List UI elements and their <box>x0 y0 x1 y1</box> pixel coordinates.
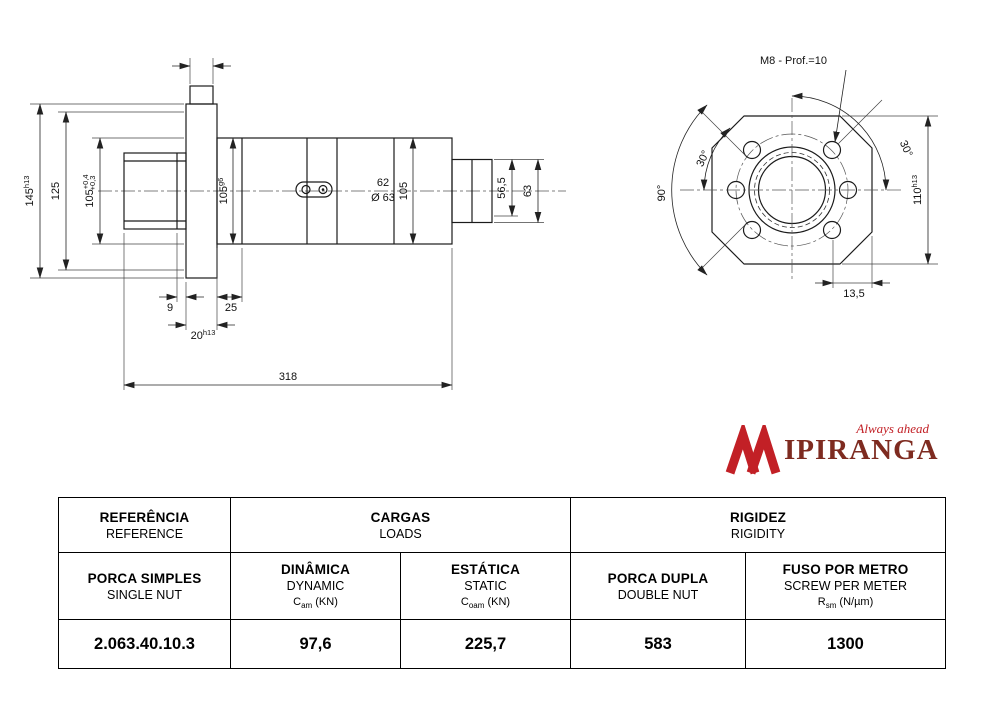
screw-symbol: Rsm (N/µm) <box>817 595 874 611</box>
static-en: STATIC <box>464 578 507 593</box>
dim-m8: M8 - Prof.=10 <box>760 55 827 67</box>
screw-en: SCREW PER METER <box>784 578 907 593</box>
subheader-dynamic: DINÂMICA DYNAMIC Cam (KN) <box>230 552 401 620</box>
dim-9: 9 <box>167 302 173 314</box>
single-nut-en: SINGLE NUT <box>106 587 182 602</box>
subheader-static: ESTÁTICA STATIC Coam (KN) <box>399 552 572 620</box>
value-static: 225,7 <box>399 619 572 669</box>
dim-30-right: 30° <box>897 139 915 159</box>
subheader-double-nut: PORCA DUPLA DOUBLE NUT <box>570 552 747 620</box>
dim-318: 318 <box>279 371 297 383</box>
header-loads-en: LOADS <box>379 526 422 541</box>
spec-table: REFERÊNCIA REFERENCE CARGAS LOADS RIGIDE… <box>58 497 947 669</box>
front-view-geometry <box>680 98 904 282</box>
side-view: 145h13 125 105+0,4+0,3 105g6 62 Ø 63 <box>22 58 566 390</box>
header-rigidity-pt: RIGIDEZ <box>729 509 787 525</box>
value-dynamic: 97,6 <box>230 619 401 669</box>
front-view-dimensions: M8 - Prof.=10 30° 90° 30° 110h13 <box>656 55 938 300</box>
header-loads-pt: CARGAS <box>370 509 431 525</box>
dim-63: Ø 63 <box>371 192 395 204</box>
logo-mark-icon <box>725 425 781 475</box>
value-screw-per-meter: 1300 <box>745 619 947 669</box>
double-nut-pt: PORCA DUPLA <box>607 570 709 586</box>
header-rigidity-en: RIGIDITY <box>730 526 786 541</box>
dim-30-left: 30° <box>694 149 712 169</box>
subheader-single-nut: PORCA SIMPLES SINGLE NUT <box>58 552 231 620</box>
logo-brand-text: IPIRANGA <box>784 434 939 466</box>
side-view-geometry <box>123 85 493 279</box>
dim-110: 110h13 <box>910 175 924 205</box>
dim-63-right: 63 <box>522 185 534 197</box>
static-pt: ESTÁTICA <box>450 561 521 577</box>
dim-105-left: 105+0,4+0,3 <box>81 174 97 207</box>
double-nut-en: DOUBLE NUT <box>617 587 699 602</box>
dynamic-symbol: Cam (KN) <box>293 595 338 611</box>
dim-90-left: 90° <box>656 185 668 202</box>
header-reference: REFERÊNCIA REFERENCE <box>58 497 231 553</box>
dim-125: 125 <box>50 182 62 200</box>
dim-105-g6: 105g6 <box>216 178 230 205</box>
dynamic-en: DYNAMIC <box>286 578 345 593</box>
dim-56-5: 56,5 <box>496 177 508 198</box>
static-symbol: Coam (KN) <box>460 595 511 611</box>
dim-20: 20h13 <box>191 328 216 342</box>
logo-tagline: Always ahead <box>856 421 929 436</box>
dynamic-pt: DINÂMICA <box>280 561 351 577</box>
front-view: M8 - Prof.=10 30° 90° 30° 110h13 <box>656 55 938 300</box>
dim-145: 145h13 <box>22 176 36 207</box>
single-nut-pt: PORCA SIMPLES <box>87 570 202 586</box>
subheader-screw-per-meter: FUSO POR METRO SCREW PER METER Rsm (N/µm… <box>745 552 947 620</box>
dim-25: 25 <box>225 302 237 314</box>
value-reference: 2.063.40.10.3 <box>58 619 231 669</box>
header-loads: CARGAS LOADS <box>229 497 572 553</box>
logo: Always ahead IPIRANGA <box>724 421 938 477</box>
header-reference-pt: REFERÊNCIA <box>99 509 190 525</box>
header-reference-en: REFERENCE <box>105 526 184 541</box>
dim-105-right: 105 <box>398 182 410 200</box>
dim-13-5: 13,5 <box>843 288 864 300</box>
value-double-nut: 583 <box>570 619 747 669</box>
screw-pt: FUSO POR METRO <box>782 561 909 577</box>
side-view-dimensions: 145h13 125 105+0,4+0,3 105g6 62 Ø 63 <box>22 58 544 390</box>
dim-62: 62 <box>377 177 389 189</box>
header-rigidity: RIGIDEZ RIGIDITY <box>570 497 947 553</box>
technical-drawing: 145h13 125 105+0,4+0,3 105g6 62 Ø 63 <box>22 55 938 390</box>
